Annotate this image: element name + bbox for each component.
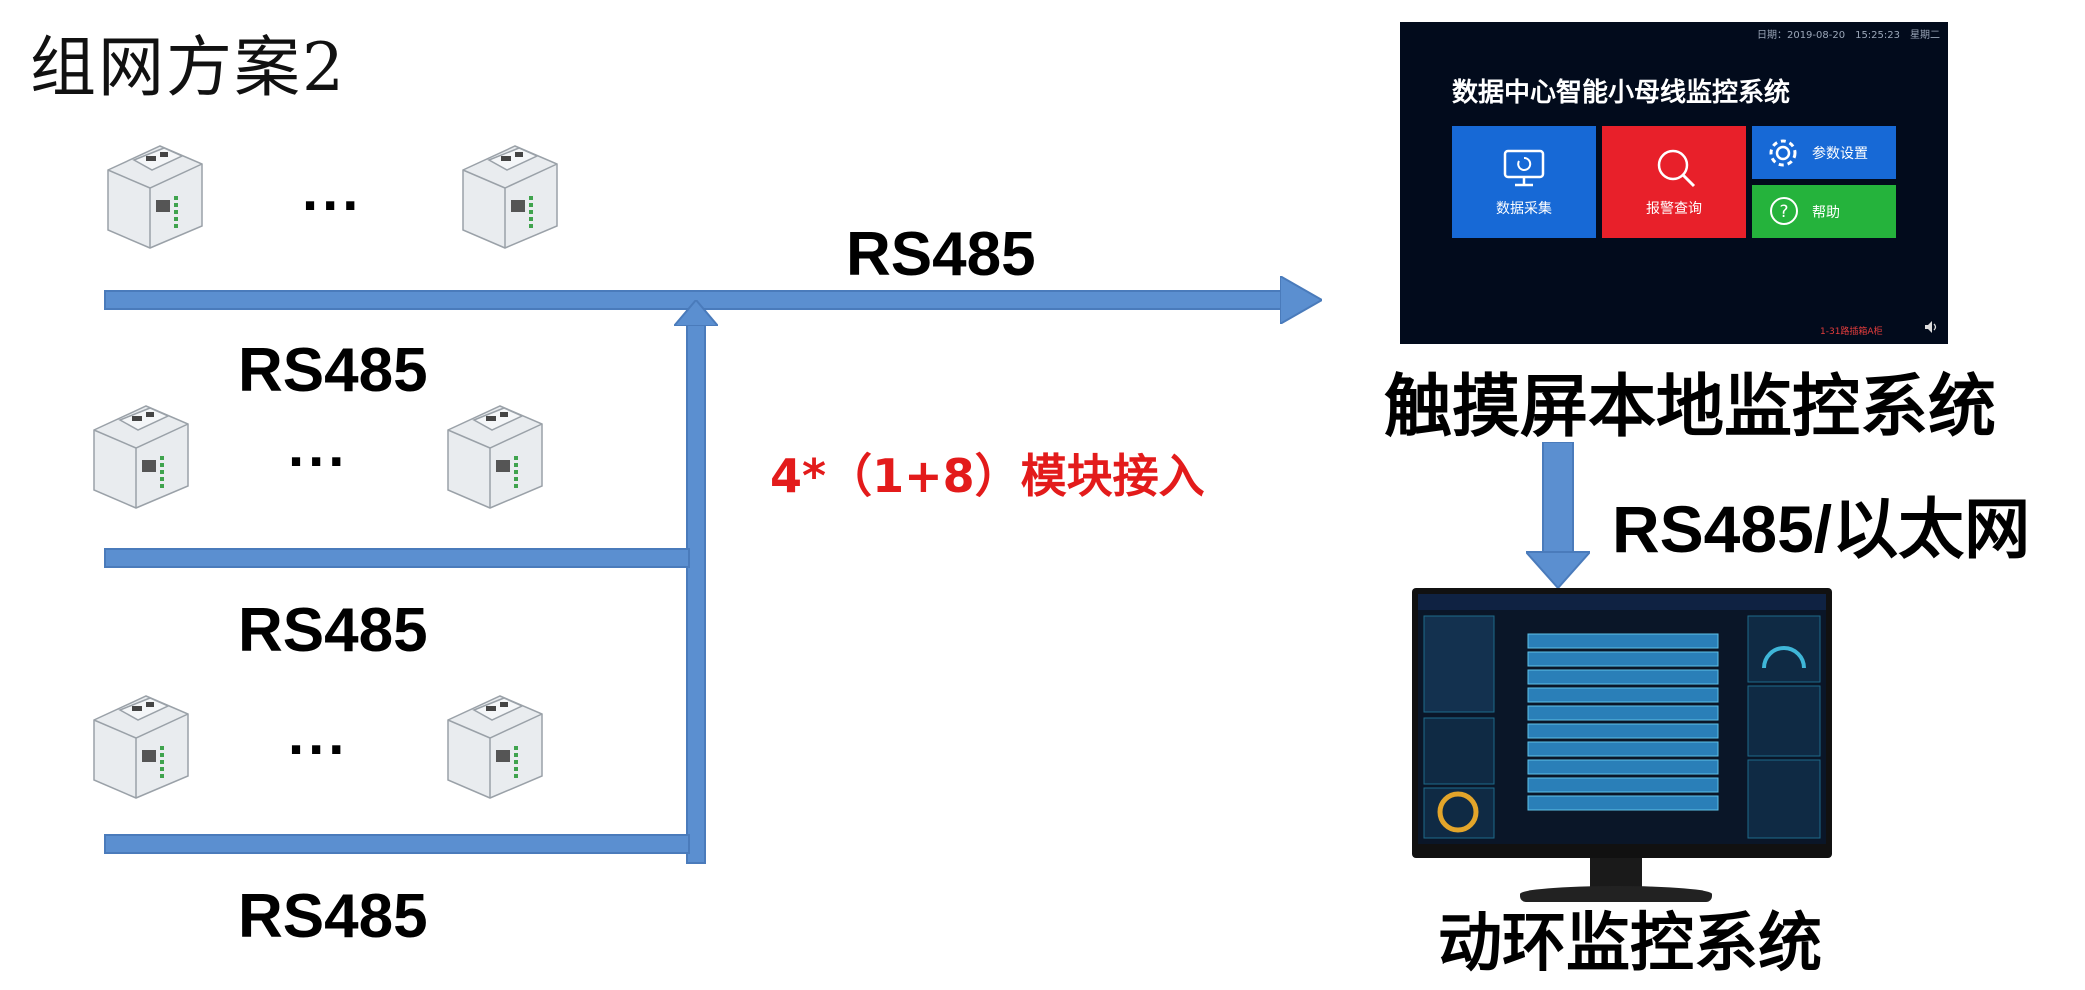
tile-param-settings-label: 参数设置 <box>1812 145 1868 162</box>
help-icon: ? <box>1770 197 1798 225</box>
monitor-caption: 动环监控系统 <box>1438 907 1822 981</box>
tile-data-collect[interactable]: 数据采集 <box>1452 126 1596 238</box>
gear-icon <box>1769 139 1797 167</box>
ellipsis-row3: ... <box>288 702 349 767</box>
link-label: RS485/以太网 <box>1612 492 2031 566</box>
tile-param-settings[interactable]: 参数设置 <box>1752 126 1896 179</box>
monitor-screen <box>1418 594 1826 844</box>
tile-help[interactable]: ? 帮助 <box>1752 185 1896 238</box>
down-arrow-icon <box>1526 442 1590 590</box>
page-title: 组网方案2 <box>30 29 346 106</box>
monitor-icon <box>1503 149 1545 187</box>
ellipsis-row2: ... <box>288 414 349 479</box>
module-device-icon <box>100 130 210 250</box>
speaker-icon <box>1925 321 1937 333</box>
row3-bus-bar <box>104 834 690 854</box>
trunk-arrowhead-up-icon <box>674 300 718 326</box>
magnifier-icon <box>1657 149 1696 188</box>
panel-date: 日期：2019-08-20 15:25:23 星期二 <box>1756 30 1940 41</box>
panel-title: 数据中心智能小母线监控系统 <box>1452 78 1791 108</box>
module-device-icon <box>440 680 550 800</box>
touch-panel-caption: 触摸屏本地监控系统 <box>1384 368 1997 447</box>
tile-alarm-query-label: 报警查询 <box>1646 201 1702 217</box>
ellipsis-row1: ... <box>302 158 363 223</box>
module-device-icon <box>455 130 565 250</box>
panel-alarm-text: 1-31路插箱A柜 <box>1820 327 1883 337</box>
vertical-trunk-bar <box>686 310 706 864</box>
touch-panel-screen: 日期：2019-08-20 15:25:23 星期二 数据中心智能小母线监控系统… <box>1400 22 1948 344</box>
module-access-note: 4*（1+8）模块接入 <box>770 449 1205 503</box>
row2-bus-bar <box>104 548 690 568</box>
row1-bus-label: RS485 <box>238 336 428 405</box>
main-bus-arrowhead-icon <box>1280 276 1322 324</box>
main-bus-label: RS485 <box>846 220 1036 289</box>
monitor-stand-base <box>1520 886 1712 902</box>
module-device-icon <box>86 680 196 800</box>
row2-bus-label: RS485 <box>238 596 428 665</box>
module-device-icon <box>86 390 196 510</box>
svg-text:?: ? <box>1779 202 1788 222</box>
module-device-icon <box>440 390 550 510</box>
tile-help-label: 帮助 <box>1812 204 1840 221</box>
tile-data-collect-label: 数据采集 <box>1496 201 1552 217</box>
row3-bus-label: RS485 <box>238 882 428 951</box>
tile-alarm-query[interactable]: 报警查询 <box>1602 126 1746 238</box>
